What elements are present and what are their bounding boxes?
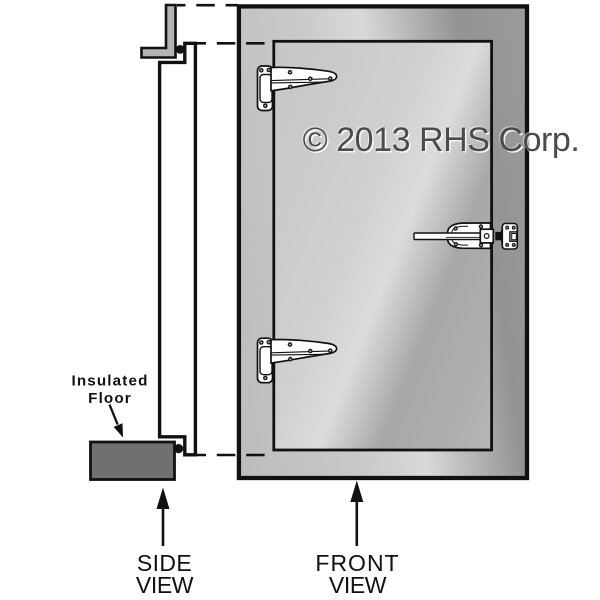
svg-text:FRONT: FRONT [315,550,399,576]
svg-text:Insulated: Insulated [71,373,148,390]
svg-text:© 2013 RHS Corp.: © 2013 RHS Corp. [303,121,580,159]
svg-text:SIDE: SIDE [137,550,192,576]
svg-text:Floor: Floor [88,390,132,407]
svg-text:VIEW: VIEW [136,572,194,598]
svg-text:VIEW: VIEW [329,572,387,598]
